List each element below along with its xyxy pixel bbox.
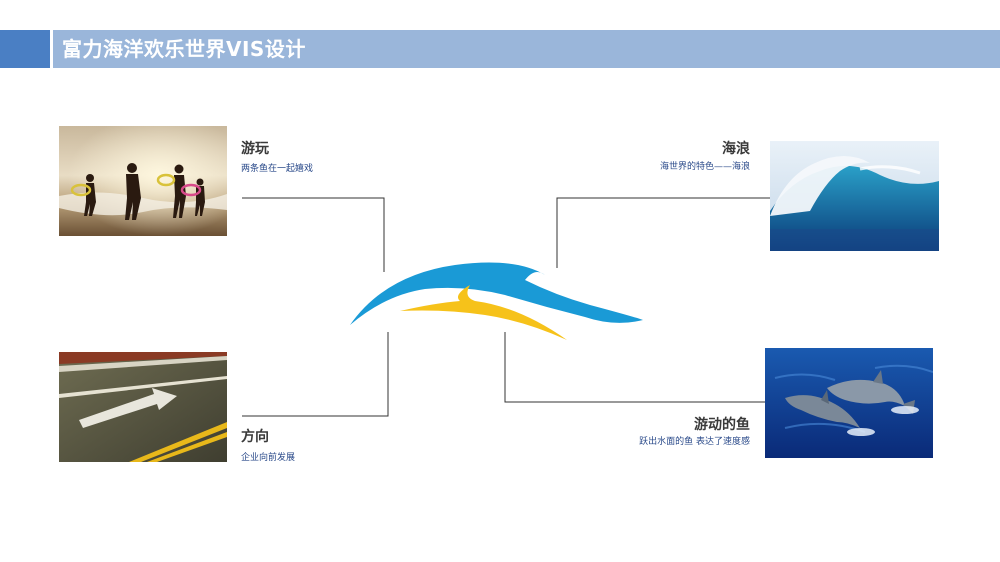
item-title-wave: 海浪 [722, 141, 750, 157]
item-subtitle-dolphin: 跃出水面的鱼 表达了速度感 [639, 437, 750, 447]
item-title-direction: 方向 [241, 429, 269, 445]
logo-blue-wave [350, 262, 643, 325]
connector-bottom-right [504, 332, 765, 403]
header-bar [53, 30, 1000, 68]
page-title: 富力海洋欢乐世界VIS设计 [62, 37, 306, 61]
wave-fish-logo [350, 262, 643, 340]
connector-top-right [556, 197, 770, 268]
beach-play-photo [59, 126, 227, 236]
road-arrow-photo [59, 352, 227, 462]
connector-top-left [242, 197, 385, 272]
ocean-wave-photo [770, 141, 939, 251]
item-title-play: 游玩 [241, 141, 269, 157]
connector-bottom-left [242, 332, 389, 417]
dolphins-photo [765, 348, 933, 458]
header-accent-block [0, 30, 50, 68]
item-subtitle-play: 两条鱼在一起嬉戏 [241, 164, 314, 174]
item-title-dolphin: 游动的鱼 [694, 417, 750, 433]
item-subtitle-wave: 海世界的特色——海浪 [659, 162, 750, 172]
logo-yellow-fish [400, 285, 567, 340]
item-subtitle-direction: 企业向前发展 [241, 453, 296, 463]
